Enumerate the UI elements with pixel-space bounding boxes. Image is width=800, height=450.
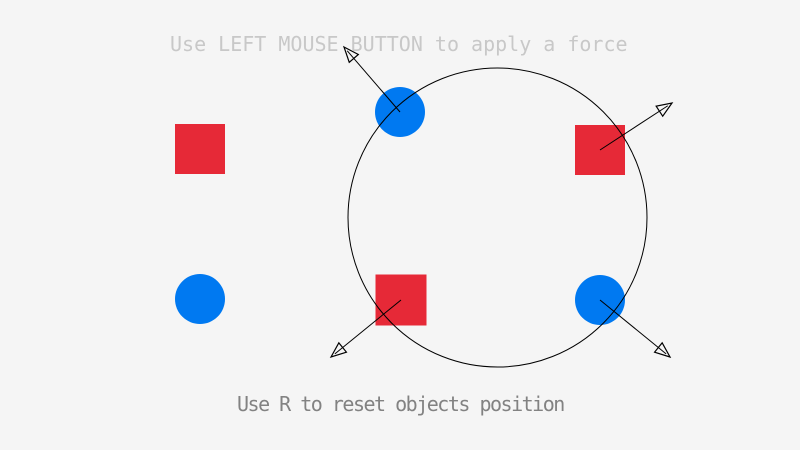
force-arrow-right-square-head bbox=[655, 102, 674, 118]
blue-circle-left[interactable] bbox=[175, 274, 225, 324]
force-arrow-top-circle-shaft bbox=[346, 50, 401, 113]
force-arrow-right-circle-head bbox=[653, 341, 672, 359]
force-arrow-center-square-shaft bbox=[334, 299, 402, 355]
boundary-circle bbox=[347, 67, 648, 368]
force-arrow-center-square-head bbox=[329, 341, 348, 359]
force-arrow-right-square-shaft bbox=[599, 105, 669, 151]
instruction-apply-force: Use LEFT MOUSE BUTTON to apply a force bbox=[170, 32, 628, 56]
force-arrow-top-circle-head bbox=[342, 45, 360, 64]
red-square-left[interactable] bbox=[175, 124, 225, 174]
instruction-reset: Use R to reset objects position bbox=[237, 392, 565, 416]
force-arrow-right-circle-shaft bbox=[599, 299, 667, 355]
